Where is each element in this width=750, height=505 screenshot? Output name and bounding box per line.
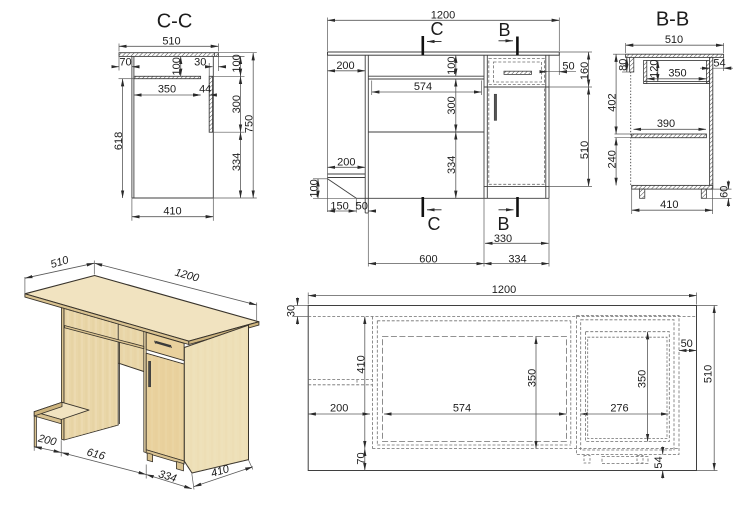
svg-text:330: 330 <box>494 233 512 245</box>
svg-text:410: 410 <box>355 355 367 373</box>
svg-text:1200: 1200 <box>492 284 516 296</box>
svg-text:100: 100 <box>446 57 458 75</box>
svg-text:390: 390 <box>657 118 675 130</box>
svg-text:334: 334 <box>231 153 243 171</box>
svg-text:574: 574 <box>453 403 471 415</box>
svg-text:350: 350 <box>637 370 649 388</box>
svg-text:510: 510 <box>703 365 715 383</box>
svg-text:300: 300 <box>446 96 458 114</box>
svg-text:54: 54 <box>653 456 665 468</box>
svg-text:350: 350 <box>527 369 539 387</box>
svg-text:240: 240 <box>607 150 619 168</box>
svg-text:50: 50 <box>356 200 368 212</box>
svg-text:C: C <box>428 214 441 234</box>
svg-text:334: 334 <box>508 253 526 265</box>
svg-text:120: 120 <box>648 60 660 78</box>
svg-text:618: 618 <box>113 132 125 150</box>
svg-text:B: B <box>498 20 510 40</box>
svg-text:70: 70 <box>355 452 367 464</box>
svg-text:410: 410 <box>210 463 232 480</box>
svg-text:402: 402 <box>607 93 619 111</box>
svg-text:100: 100 <box>231 54 243 72</box>
svg-text:600: 600 <box>419 253 437 265</box>
svg-text:200: 200 <box>36 432 58 448</box>
svg-text:30: 30 <box>286 305 298 317</box>
svg-text:334: 334 <box>157 468 178 485</box>
svg-text:30: 30 <box>194 57 206 69</box>
svg-text:200: 200 <box>337 156 355 168</box>
svg-text:150: 150 <box>330 200 348 212</box>
svg-text:1200: 1200 <box>431 10 455 22</box>
svg-text:350: 350 <box>158 84 176 96</box>
svg-text:334: 334 <box>446 156 458 174</box>
svg-text:160: 160 <box>579 62 591 80</box>
svg-text:80: 80 <box>617 59 629 71</box>
svg-text:510: 510 <box>579 141 591 159</box>
svg-text:44: 44 <box>199 84 211 96</box>
svg-text:510: 510 <box>665 34 683 46</box>
svg-text:200: 200 <box>330 403 348 415</box>
svg-text:C: C <box>431 19 444 39</box>
svg-text:410: 410 <box>163 205 181 217</box>
svg-text:B-B: B-B <box>656 8 689 30</box>
svg-text:350: 350 <box>668 68 686 80</box>
svg-text:50: 50 <box>562 60 574 72</box>
svg-text:276: 276 <box>610 403 628 415</box>
svg-text:100: 100 <box>171 57 183 75</box>
svg-text:574: 574 <box>414 81 432 93</box>
svg-text:100: 100 <box>309 179 321 197</box>
svg-text:B: B <box>497 214 509 234</box>
svg-text:616: 616 <box>85 446 107 463</box>
svg-text:510: 510 <box>49 254 71 271</box>
svg-text:60: 60 <box>719 186 731 198</box>
svg-text:54: 54 <box>713 58 725 70</box>
svg-text:C-C: C-C <box>157 11 193 33</box>
svg-text:70: 70 <box>119 57 131 69</box>
svg-text:410: 410 <box>660 199 678 211</box>
svg-text:300: 300 <box>231 95 243 113</box>
svg-text:50: 50 <box>681 338 693 350</box>
svg-text:200: 200 <box>336 60 354 72</box>
svg-text:510: 510 <box>162 35 180 47</box>
svg-text:750: 750 <box>243 115 255 133</box>
